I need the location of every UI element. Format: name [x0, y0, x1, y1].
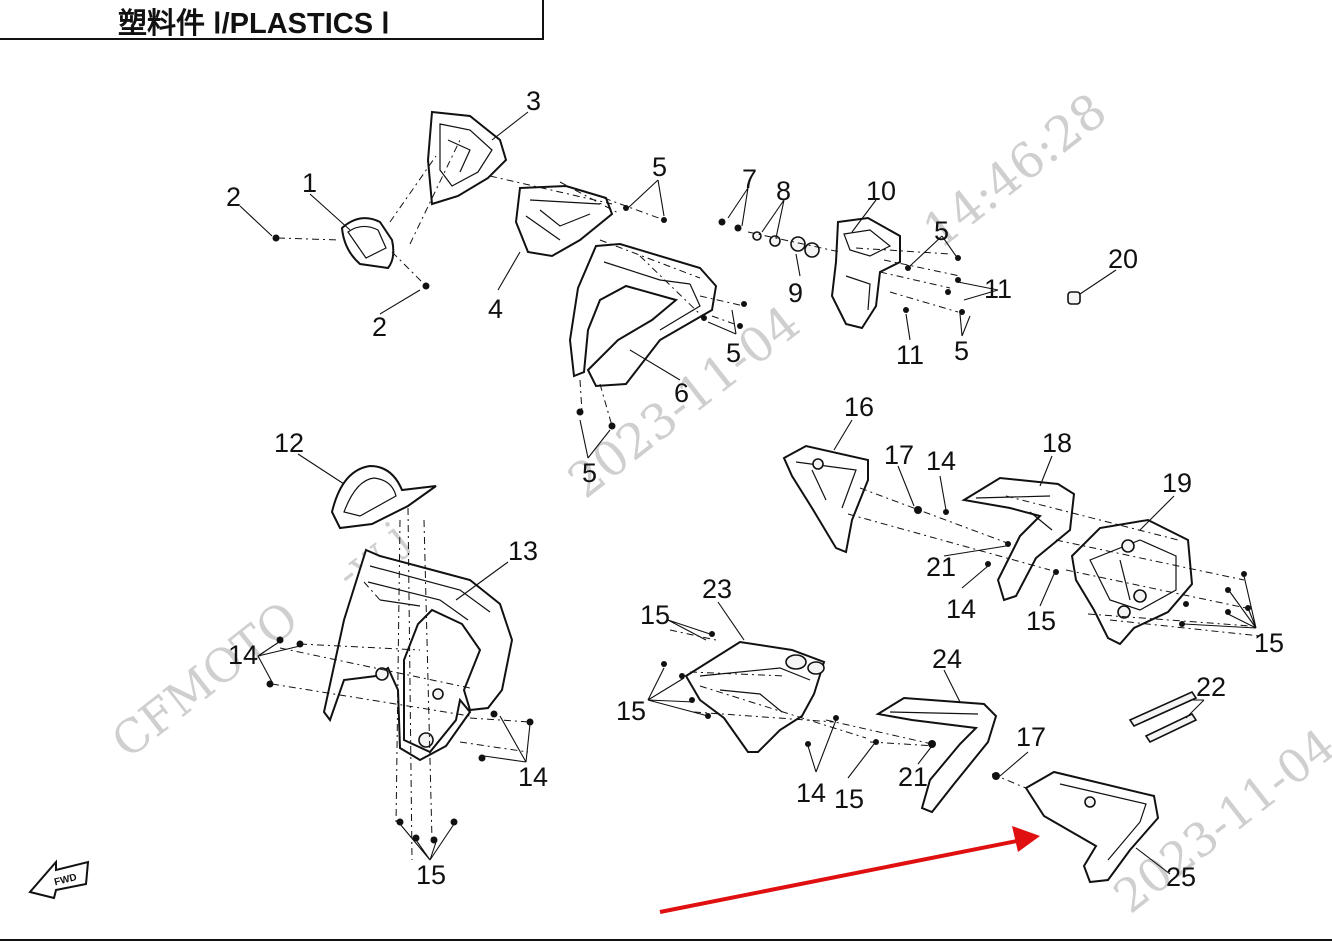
fwd-label: FWD — [53, 872, 78, 888]
callout-13: 13 — [508, 536, 538, 566]
callout-5-mid: 5 — [726, 338, 741, 368]
callout-2-top: 2 — [226, 182, 241, 212]
callout-4: 4 — [488, 294, 503, 324]
fwd-arrow-icon: FWD — [28, 859, 90, 900]
callout-11-bottom: 11 — [896, 340, 924, 370]
callout-15-cowl: 15 — [416, 860, 446, 890]
callout-17-top: 17 — [884, 440, 914, 470]
part-12-windscreen — [330, 464, 437, 530]
part-16-panel — [782, 444, 869, 554]
watermark-brand: CFMOTO — [102, 590, 309, 768]
part-22-strips — [1128, 690, 1198, 744]
callout-5-bracket-a: 5 — [934, 216, 949, 246]
callout-1: 1 — [302, 168, 317, 198]
callout-labels: 1 2 2 3 4 5 5 5 5 5 5 6 7 8 9 10 11 11 1… — [226, 86, 1284, 892]
part-9-grommets — [718, 218, 820, 258]
callout-12: 12 — [274, 428, 304, 458]
part-19-bracket — [1070, 518, 1194, 646]
callout-17-bottom: 17 — [1016, 722, 1046, 752]
callout-14-lower: 14 — [796, 778, 826, 808]
fasteners — [266, 205, 1251, 844]
callout-10: 10 — [866, 176, 896, 206]
part-1-headlight-cover — [340, 217, 395, 270]
callout-14-upper: 14 — [926, 446, 956, 476]
callout-21-bottom: 21 — [898, 762, 928, 792]
part-20-clip — [1067, 291, 1081, 305]
callout-15-top23: 15 — [640, 600, 670, 630]
callout-20: 20 — [1108, 244, 1138, 274]
part-25-side-cover — [1024, 770, 1160, 884]
callout-23: 23 — [702, 574, 732, 604]
callout-24: 24 — [932, 644, 962, 674]
part-18-cover — [961, 476, 1076, 602]
callout-15-mid: 15 — [1026, 606, 1056, 636]
callout-16: 16 — [844, 392, 874, 422]
callout-15-bottom23: 15 — [834, 784, 864, 814]
part-4-cover — [514, 184, 614, 258]
red-pointer-arrow-icon — [659, 826, 1040, 914]
callout-19: 19 — [1162, 468, 1192, 498]
callout-5-bracket-b: 5 — [954, 336, 969, 366]
callout-14-middle: 14 — [946, 594, 976, 624]
callout-11-top: 11 — [984, 274, 1012, 304]
page-title: 塑料件 Ⅰ/PLASTICS Ⅰ — [118, 8, 390, 40]
callout-14-left: 14 — [228, 640, 258, 670]
callout-15-right: 15 — [1254, 628, 1284, 658]
part-3-bracket — [426, 110, 508, 206]
part-23-lower-panel — [684, 640, 826, 753]
callout-15-left23: 15 — [616, 696, 646, 726]
leader-lines — [239, 111, 1257, 875]
callout-14-right: 14 — [518, 762, 548, 792]
part-24-belly-pan — [875, 696, 998, 814]
callout-18: 18 — [1042, 428, 1072, 458]
callout-8: 8 — [776, 176, 791, 206]
assembly-lines — [271, 139, 1261, 861]
callout-25: 25 — [1166, 862, 1196, 892]
callout-21-top: 21 — [926, 552, 956, 582]
part-6-side-panel — [568, 242, 718, 388]
callout-6: 6 — [674, 378, 689, 408]
callout-3: 3 — [526, 86, 541, 116]
callout-5-top: 5 — [652, 152, 667, 182]
callout-2-bottom: 2 — [372, 312, 387, 342]
title-box: 塑料件 Ⅰ/PLASTICS Ⅰ — [0, 0, 544, 40]
part-10-bracket — [830, 216, 901, 330]
part-13-front-cowl — [322, 548, 514, 762]
callout-22: 22 — [1196, 672, 1226, 702]
frame-bottom-border — [0, 939, 1332, 941]
callout-5-bottom: 5 — [582, 458, 597, 488]
callout-9: 9 — [788, 278, 803, 308]
callout-7: 7 — [742, 164, 757, 194]
